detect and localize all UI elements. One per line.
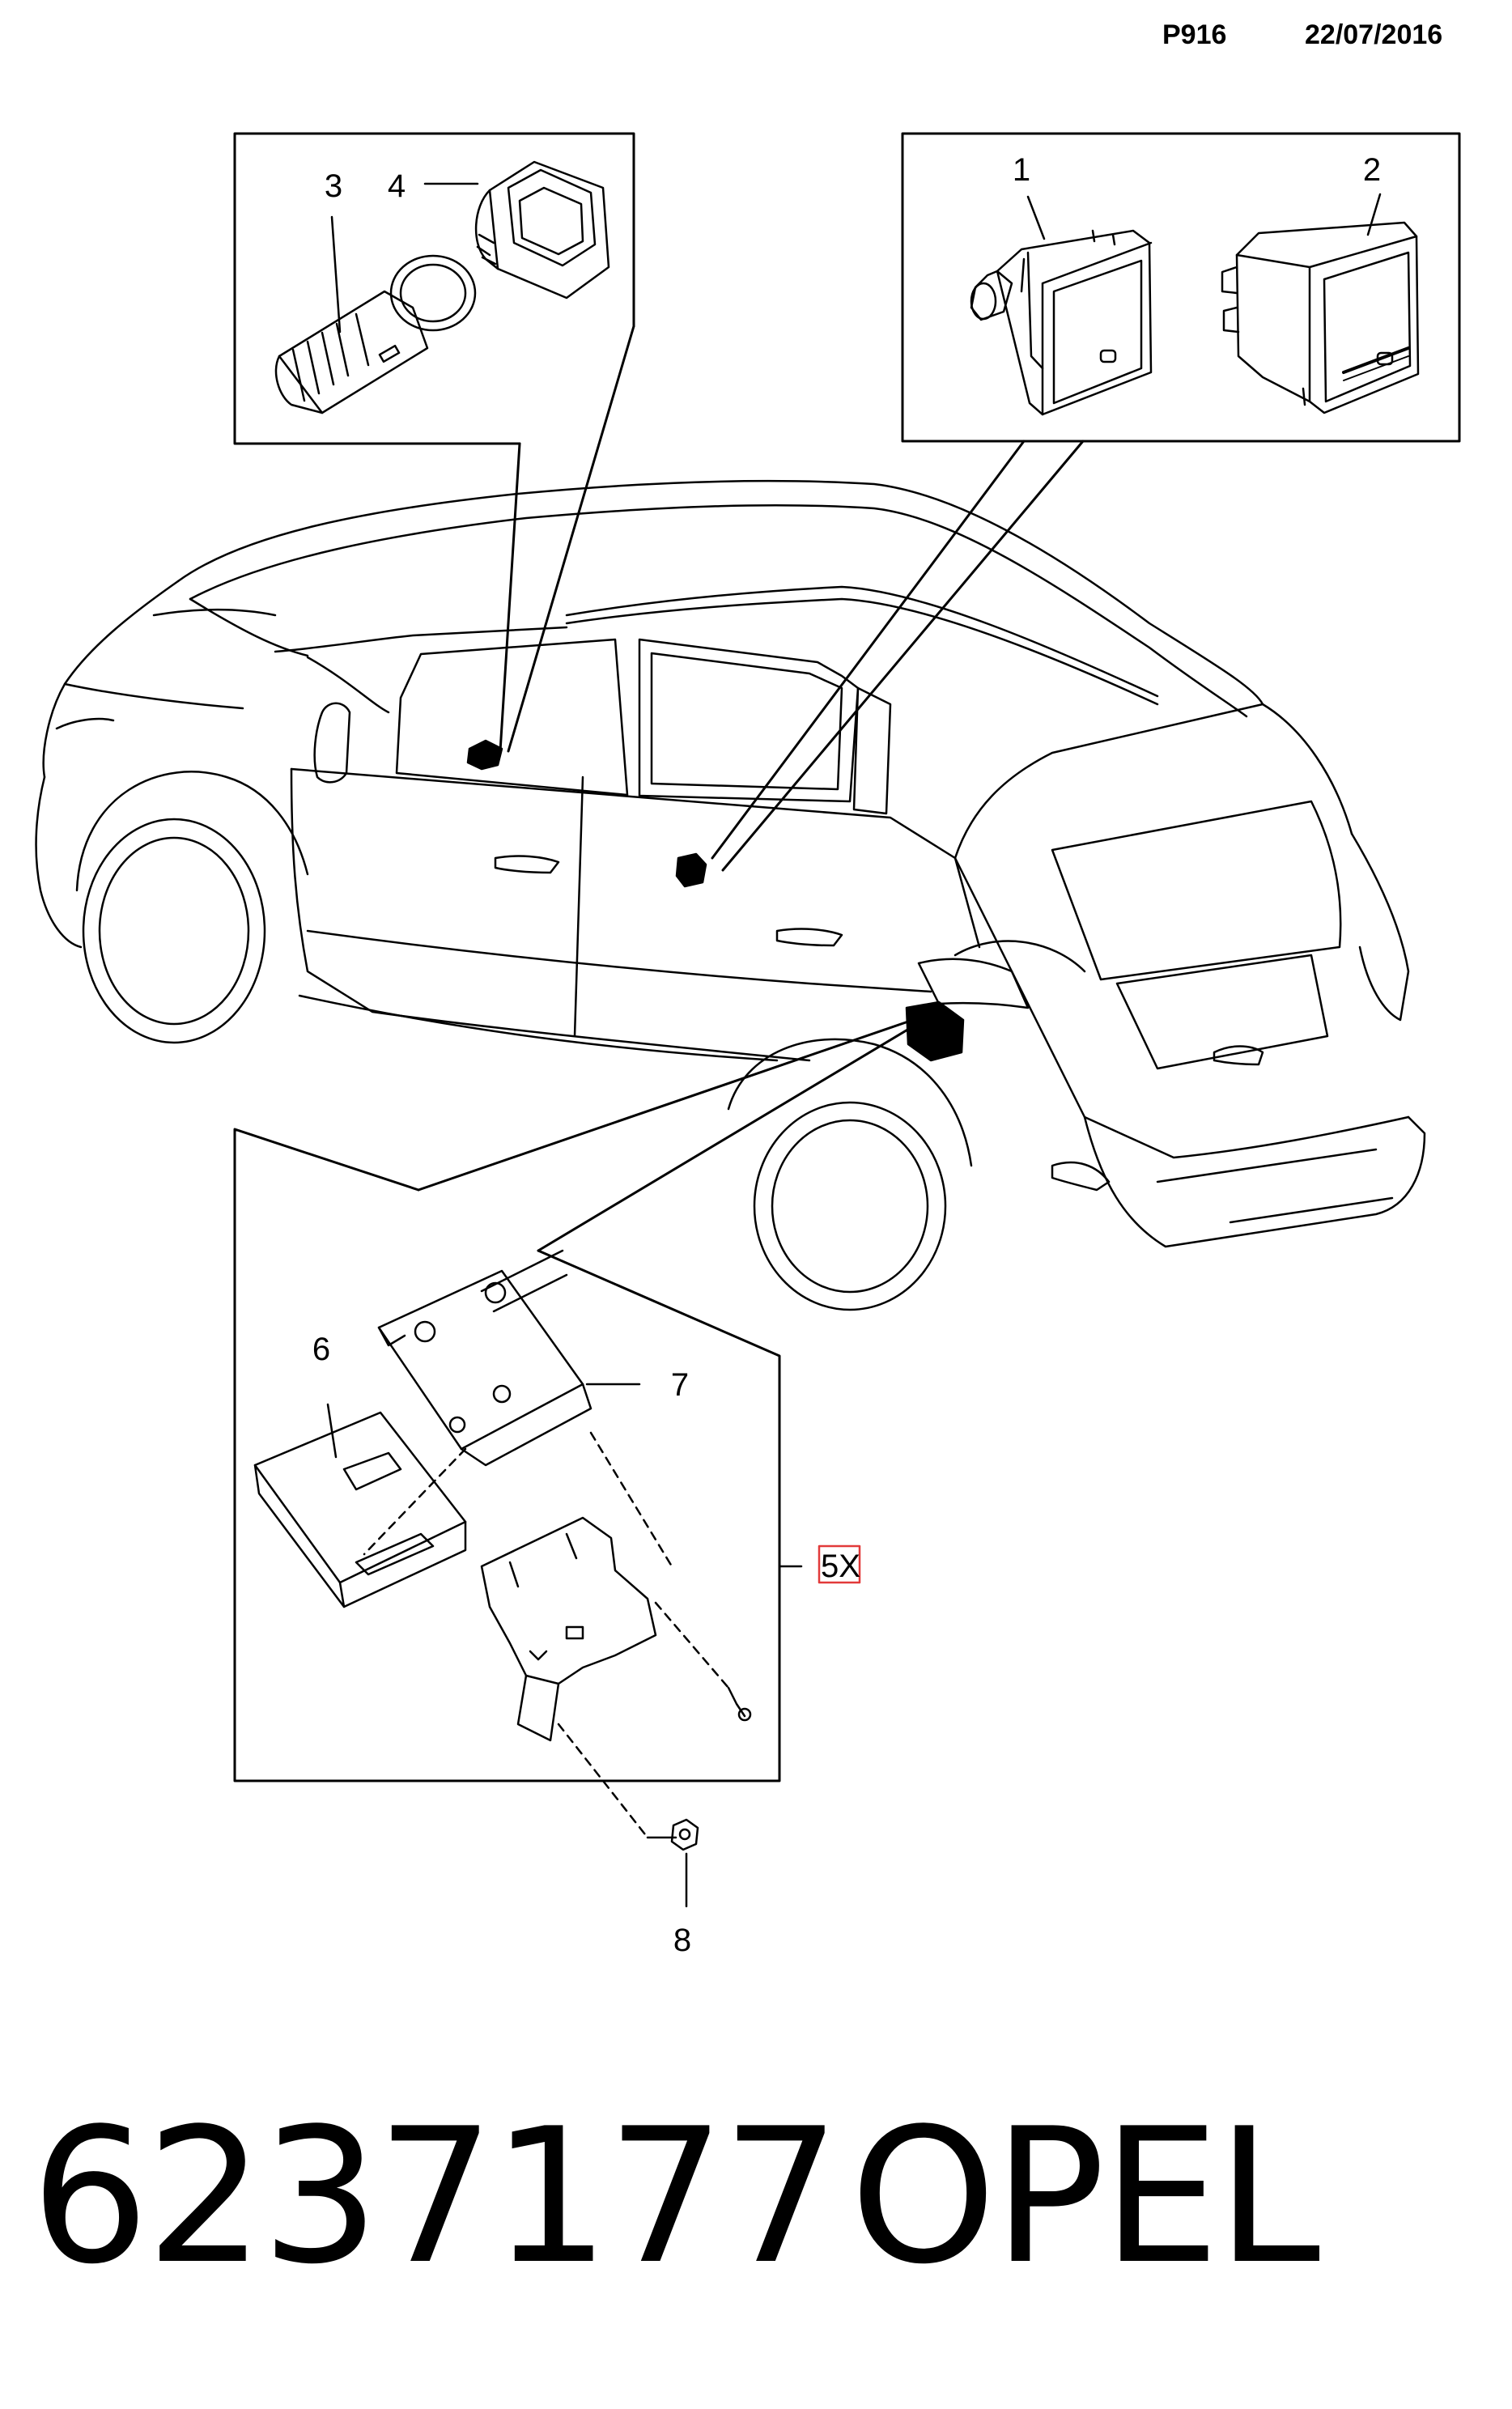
inset-box-1-2: [711, 132, 1461, 872]
qty-highlight-box: [818, 1544, 861, 1584]
inset-box-3-4: [233, 132, 635, 753]
switch-part-1: [970, 229, 1153, 416]
diagram-date: 22/07/2016: [1305, 19, 1443, 50]
inset-box-6-8: [233, 1020, 915, 1782]
part-number: 6237177: [31, 2089, 840, 2305]
callout-3: 3: [325, 168, 342, 204]
leader-lines: [326, 182, 1382, 1908]
socket-part-3: [274, 254, 477, 414]
callout-8: 8: [673, 1923, 691, 1958]
module-part-6: [253, 1411, 467, 1608]
switch-part-2: [1221, 221, 1420, 414]
vehicle-part-markers: [466, 739, 965, 1062]
mount-bracket: [480, 1431, 752, 1839]
diagram-code: P916: [1162, 19, 1227, 50]
callout-7: 7: [671, 1367, 689, 1403]
cap-part-4: [474, 160, 610, 300]
bracket-part-7: [377, 1249, 592, 1467]
nut-part-8: [670, 1818, 699, 1851]
vehicle-outline: [35, 479, 1426, 1311]
callout-4: 4: [388, 168, 406, 204]
callout-quantity: 5X: [821, 1549, 860, 1584]
callout-6: 6: [312, 1332, 330, 1367]
callout-1: 1: [1013, 152, 1030, 188]
callout-2: 2: [1363, 152, 1381, 188]
brand-name: OPEL: [850, 2089, 1320, 2305]
